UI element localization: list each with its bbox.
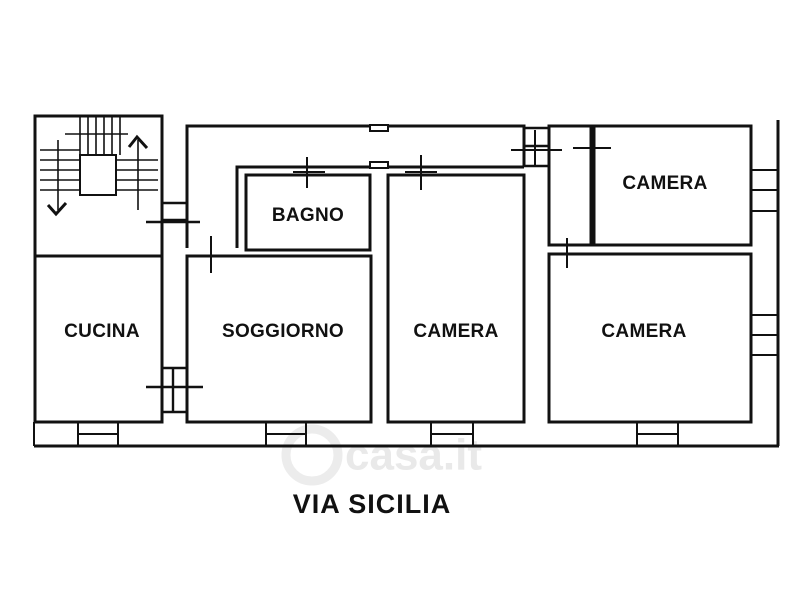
right-corridor — [547, 124, 593, 247]
passage-marks-left — [146, 201, 203, 414]
room-camera-center — [386, 173, 526, 424]
corridor — [185, 124, 549, 248]
label-camera-center: CAMERA — [413, 321, 498, 342]
street-name: VIA SICILIA — [293, 489, 452, 519]
front-windows — [77, 421, 679, 447]
label-camera-right: CAMERA — [601, 321, 686, 342]
label-bagno: BAGNO — [272, 205, 344, 226]
watermark: casa.it — [281, 424, 482, 486]
stair-down-arrow-icon — [46, 201, 68, 217]
door-marks — [210, 130, 611, 273]
watermark-logo-icon — [281, 424, 343, 486]
label-cucina: CUCINA — [64, 321, 140, 342]
watermark-text: casa.it — [345, 431, 482, 480]
stair-steps — [40, 117, 158, 210]
label-soggiorno: SOGGIORNO — [222, 321, 344, 342]
right-windows — [750, 169, 779, 356]
label-camera-top-right: CAMERA — [622, 173, 707, 194]
stairwell — [33, 114, 164, 258]
stair-up-arrow-icon — [127, 134, 149, 150]
